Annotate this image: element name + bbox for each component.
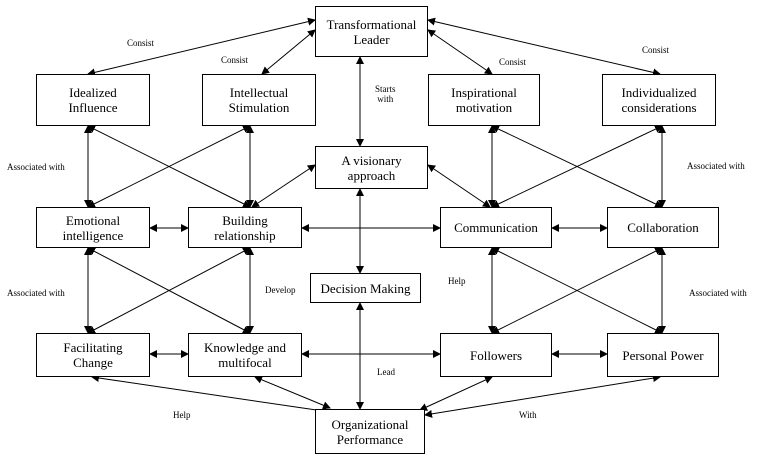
label-associated-with-3: Associated with: [7, 288, 65, 298]
edge-leader-individualized: [427, 17, 661, 77]
edge-facilitating-organizational: [91, 374, 331, 415]
node-visionary-approach: A visionary approach: [315, 146, 428, 189]
edge-followers-organizational: [419, 376, 493, 411]
label-help-2: Help: [173, 410, 191, 420]
node-emotional-intelligence: Emotional intelligence: [36, 207, 150, 248]
node-organizational-performance: Organizational Performance: [315, 409, 425, 454]
node-collaboration: Collaboration: [607, 207, 719, 248]
node-facilitating-change: Facilitating Change: [36, 333, 150, 377]
node-intellectual-stimulation: Intellectual Stimulation: [202, 74, 316, 126]
label-associated-with-1: Associated with: [7, 162, 65, 172]
node-inspirational-motivation: Inspirational motivation: [428, 74, 540, 126]
label-associated-with-4: Associated with: [689, 288, 747, 298]
node-communication: Communication: [440, 207, 552, 248]
label-starts-with: Starts with: [375, 84, 396, 104]
node-idealized-influence: Idealized Influence: [36, 74, 150, 126]
edge-leader-idealized: [87, 17, 316, 77]
label-consist-3: Consist: [499, 57, 527, 67]
node-followers: Followers: [440, 333, 552, 377]
label-consist-2: Consist: [221, 55, 249, 65]
label-consist-4: Consist: [642, 45, 670, 55]
label-lead: Lead: [377, 367, 395, 377]
edge-personal-organizational: [424, 374, 661, 418]
node-transformational-leader: Transformational Leader: [315, 6, 428, 57]
edge-individualized-communication: [491, 125, 663, 208]
edge-collaboration-followers: [491, 247, 663, 334]
node-building-relationship: Building relationship: [188, 207, 302, 248]
edge-knowledge-organizational: [254, 375, 331, 410]
node-knowledge-multifocal: Knowledge and multifocal: [188, 333, 302, 377]
edge-building-facilitating: [87, 247, 251, 334]
edge-leader-inspirational: [427, 29, 493, 75]
edge-intellectual-emotional: [87, 125, 251, 208]
edge-visionary-communication: [427, 164, 491, 208]
edge-leader-intellectual: [261, 29, 316, 75]
label-with: With: [519, 410, 537, 420]
label-associated-with-2: Associated with: [687, 161, 745, 171]
label-develop: Develop: [265, 285, 296, 295]
label-consist-1: Consist: [127, 38, 155, 48]
node-personal-power: Personal Power: [607, 333, 719, 377]
label-help-1: Help: [448, 276, 466, 286]
node-individualized-considerations: Individualized considerations: [602, 74, 716, 126]
edge-visionary-building: [251, 164, 316, 208]
node-decision-making: Decision Making: [310, 273, 421, 303]
